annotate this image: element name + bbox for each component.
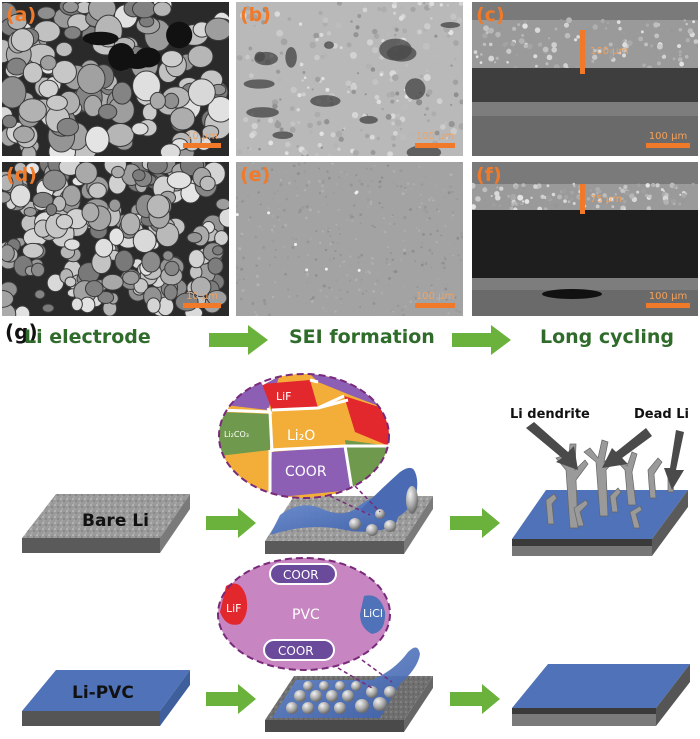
li-pvc-slab: [22, 670, 190, 726]
step-long-cycling: Long cycling: [540, 326, 674, 348]
panel-label: (e): [240, 164, 271, 186]
scale-bar-label: 100 μm: [415, 131, 455, 142]
panel-label: (d): [6, 164, 37, 186]
scale-bar: 10 μm: [183, 131, 221, 148]
sem-panel-d: (d) 10 μm: [2, 162, 229, 316]
thickness-label: 100 μm: [590, 46, 629, 57]
bare-li-slab: [22, 494, 190, 553]
scale-bar-label: 10 μm: [185, 131, 218, 142]
scale-bar: 100 μm: [415, 291, 455, 308]
panel-label: (a): [6, 4, 37, 26]
panel-label-g: (g): [5, 320, 38, 344]
sei-lif-label: LiF: [276, 390, 292, 403]
sem-panel-f: (f) 100 μm 75 μm: [472, 162, 698, 316]
sei-li2o-label: Li₂O: [287, 428, 315, 444]
scale-bar-line: [646, 303, 690, 308]
panel-label: (b): [240, 4, 271, 26]
scale-bar: 100 μm: [646, 131, 690, 148]
scale-bar-label: 100 μm: [648, 131, 688, 142]
process-arrows: [206, 325, 511, 714]
bare-li-label: Bare Li: [82, 511, 149, 531]
pvc-sei-licl-label: LiCl: [363, 607, 383, 620]
li-pvc-label: Li-PVC: [72, 683, 134, 703]
thickness-label: 75 μm: [590, 194, 623, 205]
pvc-sei-bubble: [217, 557, 393, 689]
panel-label: (c): [476, 4, 505, 26]
scale-bar-line: [183, 143, 221, 148]
dendrite-pointer-arrows: [526, 422, 684, 490]
li-pvc-cycled-slab: [512, 664, 690, 726]
thickness-marker: [580, 30, 585, 74]
sei-coor-label: COOR: [285, 464, 327, 480]
sem-panel-b: (b) 100 μm: [236, 2, 463, 156]
pvc-sei-coor-bottom-label: COOR: [278, 644, 314, 658]
sei-li2co3-label: Li₂CO₃: [224, 430, 249, 439]
panel-label: (f): [476, 164, 502, 186]
li-pvc-sei-slab: [265, 647, 433, 732]
pvc-sei-coor-top-label: COOR: [283, 568, 319, 582]
scale-bar-line: [646, 143, 690, 148]
scale-bar-label: 100 μm: [415, 291, 455, 302]
scale-bar: 10 μm: [183, 291, 221, 308]
pvc-sei-pvc-label: PVC: [292, 607, 320, 623]
scale-bar-label: 100 μm: [648, 291, 688, 302]
scale-bar: 100 μm: [415, 131, 455, 148]
dead-li-label: Dead Li: [634, 407, 689, 422]
bare-li-sei-bubble: [218, 373, 390, 516]
sem-panel-c: (c) 100 μm 100 μm: [472, 2, 698, 156]
step-sei-formation: SEI formation: [289, 326, 435, 348]
step-li-electrode: Li electrode: [24, 326, 151, 348]
scale-bar-line: [415, 143, 455, 148]
pvc-sei-lif-label: LiF: [226, 602, 242, 615]
scale-bar-label: 10 μm: [185, 291, 218, 302]
thickness-marker: [580, 184, 585, 214]
sem-panel-a: (a) 10 μm: [2, 2, 229, 156]
li-dendrite-label: Li dendrite: [510, 407, 590, 422]
scale-bar-line: [183, 303, 221, 308]
scale-bar: 100 μm: [646, 291, 690, 308]
sem-panel-e: (e) 100 μm: [236, 162, 463, 316]
scale-bar-line: [415, 303, 455, 308]
